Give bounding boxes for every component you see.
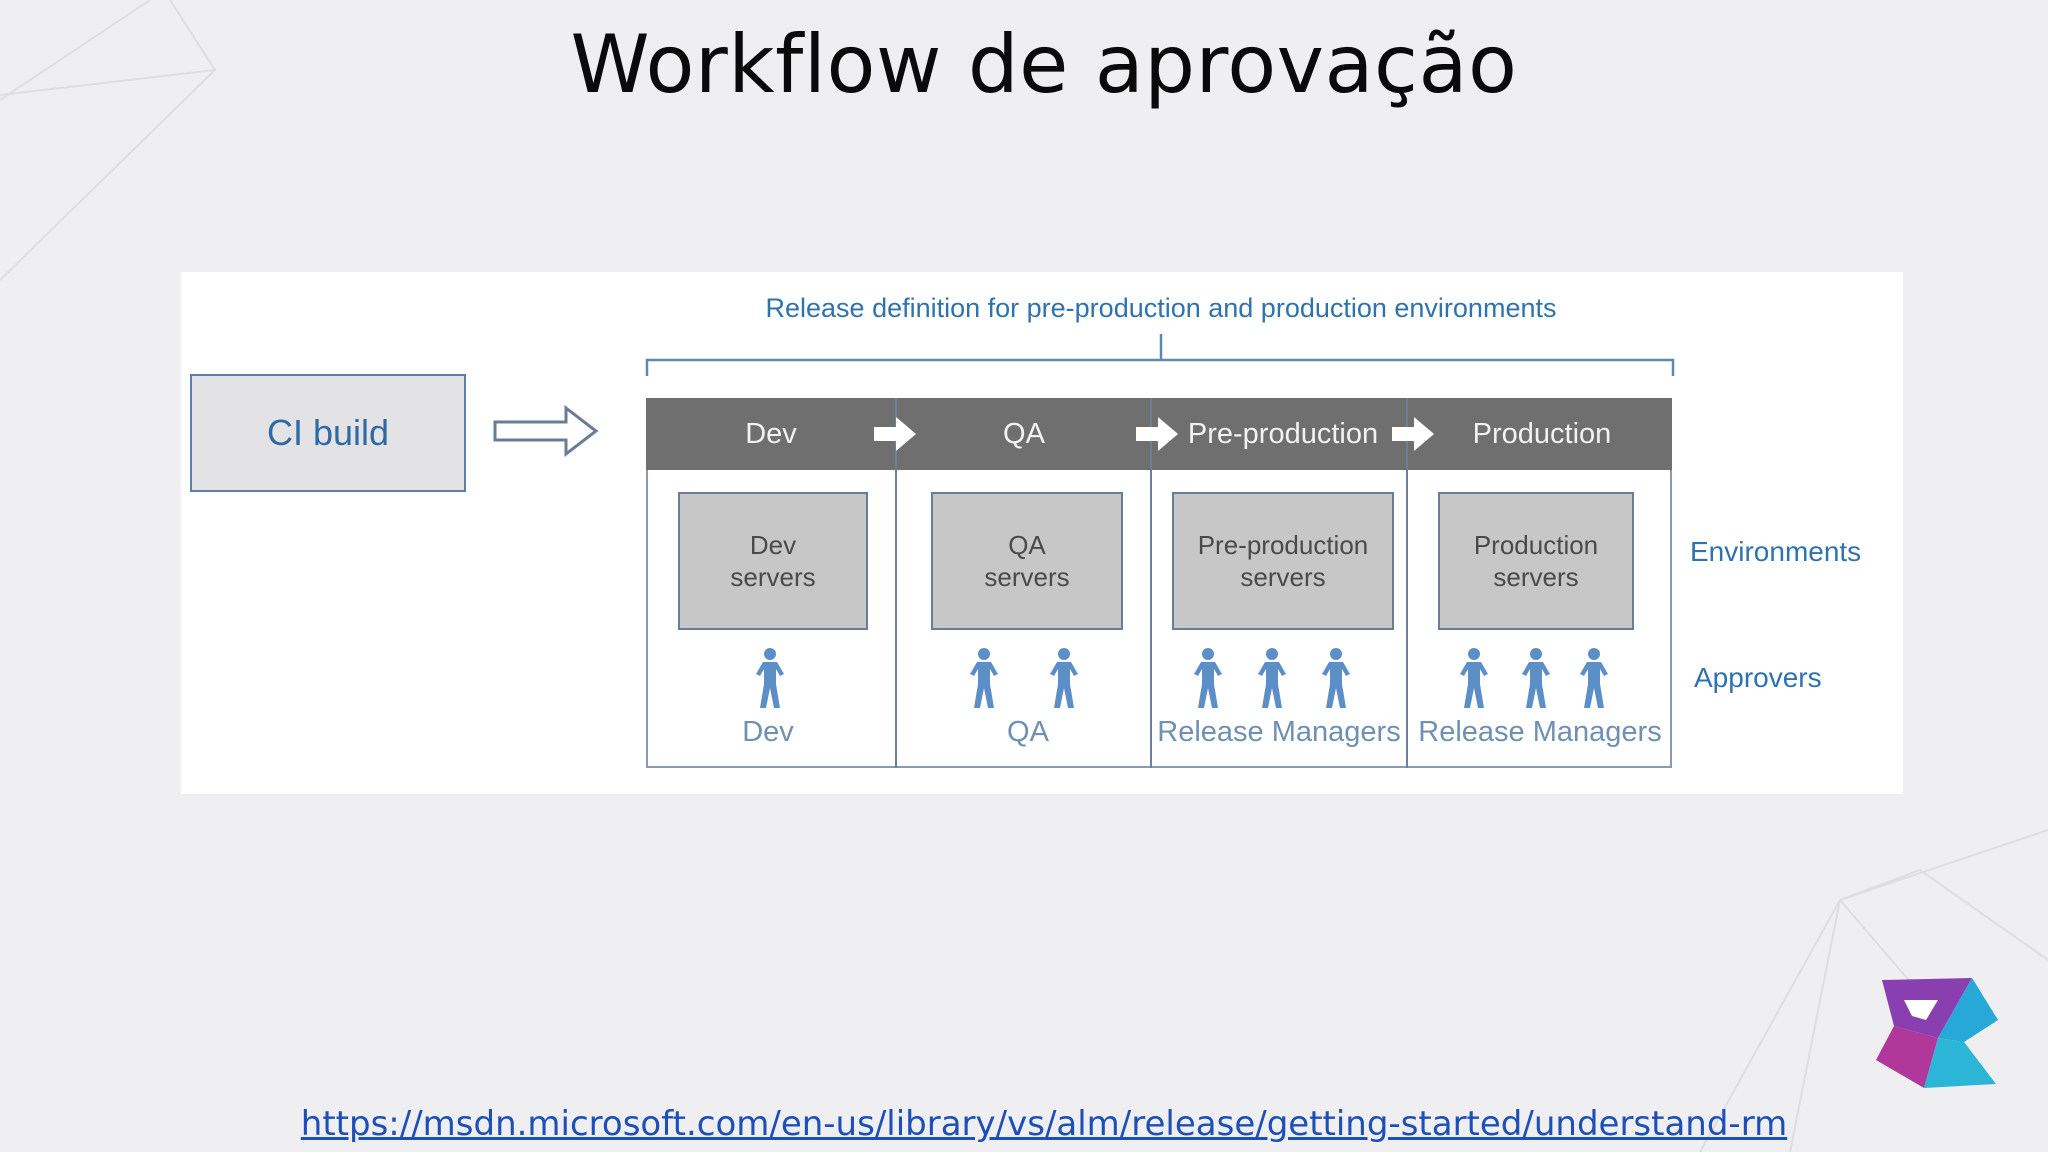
- approver-label-production: Release Managers: [1418, 716, 1662, 748]
- stage-arrow-icon: [1392, 417, 1434, 451]
- person-icon: [970, 648, 998, 708]
- server-name: QA: [1008, 530, 1046, 560]
- bracket-brace: [645, 334, 1675, 376]
- person-icon: [1460, 648, 1488, 708]
- flow-arrow-icon: [493, 404, 599, 458]
- server-label: servers: [730, 562, 816, 592]
- approver-label-pre-production: Release Managers: [1157, 716, 1401, 748]
- server-label: servers: [1493, 562, 1579, 592]
- stage-label-dev: Dev: [745, 418, 797, 450]
- server-name: Dev: [749, 530, 797, 560]
- server-box-dev: Dev servers: [678, 492, 868, 630]
- server-box-pre-production: Pre-production servers: [1172, 492, 1394, 630]
- person-icon: [1258, 648, 1286, 708]
- person-icon: [756, 648, 784, 708]
- stage-arrow-icon: [874, 417, 916, 451]
- environments-label: Environments: [1690, 536, 1862, 567]
- column-divider: [1150, 398, 1152, 768]
- server-label: servers: [1240, 562, 1326, 592]
- person-icon: [1194, 648, 1222, 708]
- server-name: Production: [1473, 530, 1599, 560]
- person-icon: [1322, 648, 1350, 708]
- server-box-production: Production servers: [1438, 492, 1634, 630]
- source-link[interactable]: https://msdn.microsoft.com/en-us/library…: [300, 1104, 1788, 1144]
- brand-logo: [1876, 978, 1998, 1088]
- person-icon: [1580, 648, 1608, 708]
- person-icon: [1522, 648, 1550, 708]
- slide-title: Workflow de aprovação: [570, 18, 1518, 111]
- server-box-qa: QA servers: [931, 492, 1123, 630]
- release-definition-label: Release definition for pre-production an…: [765, 293, 1557, 323]
- stage-label-pre-production: Pre-production: [1187, 418, 1379, 450]
- approver-label-dev: Dev: [742, 716, 794, 748]
- ci-build-box: CI build: [190, 374, 466, 492]
- stage-label-production: Production: [1472, 418, 1612, 450]
- stage-label-qa: QA: [1003, 418, 1045, 450]
- server-label: servers: [984, 562, 1070, 592]
- server-name: Pre-production: [1197, 530, 1369, 560]
- column-divider: [895, 398, 897, 768]
- person-icon: [1050, 648, 1078, 708]
- approver-label-qa: QA: [1007, 716, 1049, 748]
- stage-arrow-icon: [1136, 417, 1178, 451]
- approvers-label: Approvers: [1694, 662, 1822, 693]
- column-divider: [1406, 398, 1408, 768]
